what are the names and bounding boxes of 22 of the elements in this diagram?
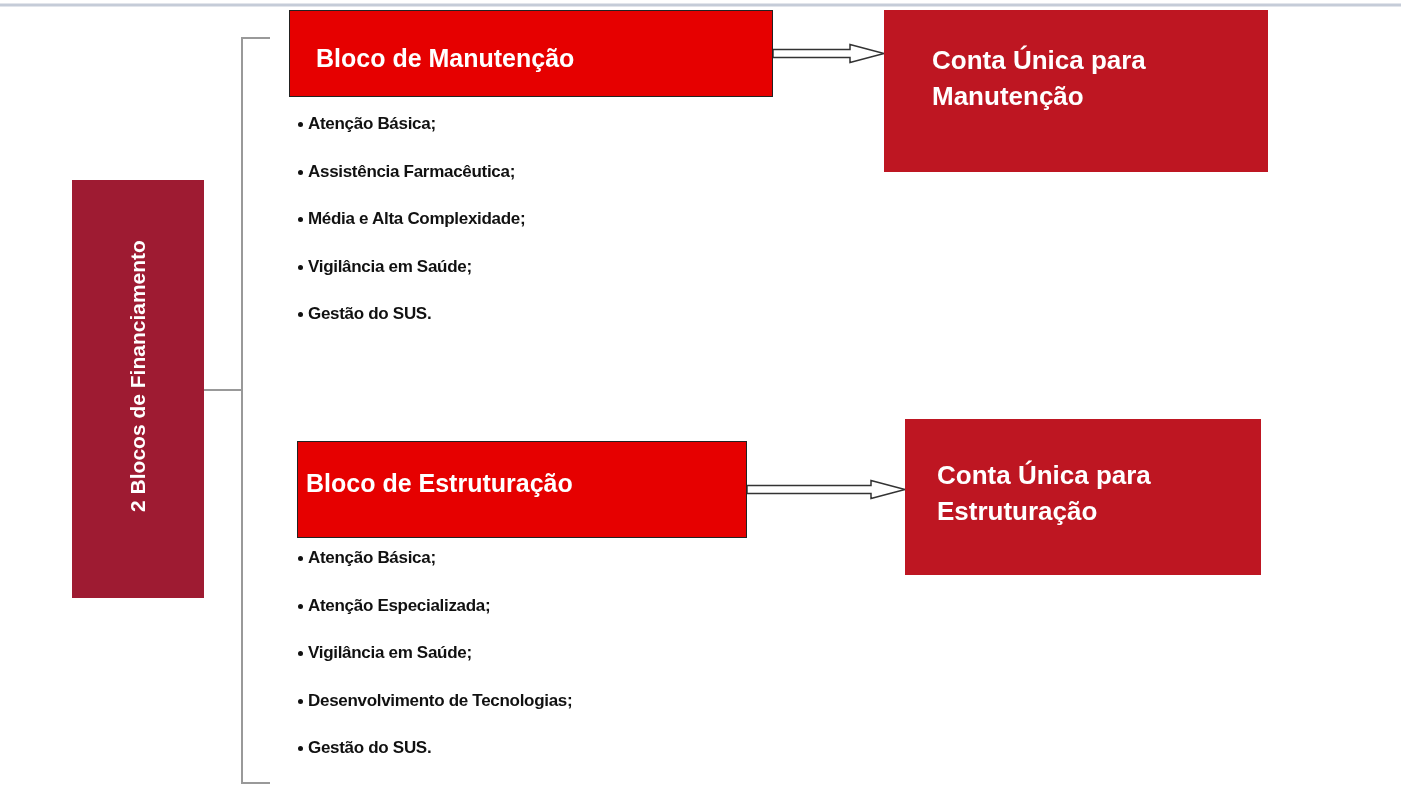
- box-label: 2 Blocos de Financiamento: [125, 239, 150, 514]
- list-item: Gestão do SUS.: [298, 738, 432, 758]
- list-item: Desenvolvimento de Tecnologias;: [298, 690, 573, 711]
- title-panel: [72, 180, 204, 598]
- list-item: Gestão do SUS.: [298, 304, 432, 324]
- list-item: Vigilância em Saúde;: [298, 643, 472, 663]
- box-label: Bloco de Estruturação: [306, 468, 574, 499]
- list-item: Atenção Básica;: [298, 114, 436, 134]
- account-box: [905, 419, 1261, 575]
- account-box: [884, 10, 1268, 172]
- list-item: Média e Alta Complexidade;: [298, 209, 526, 229]
- list-item: Assistência Farmacêutica;: [298, 161, 515, 182]
- list-item: Atenção Básica;: [298, 548, 436, 568]
- box-label: Conta Única para Manutenção: [932, 44, 1147, 114]
- arrow: [772, 43, 887, 64]
- list-item: Vigilância em Saúde;: [298, 256, 472, 277]
- list-item: Atenção Especializada;: [298, 595, 491, 616]
- block-box: [289, 10, 773, 97]
- box-label: Conta Única para Estruturação: [937, 459, 1152, 529]
- block-box: [297, 441, 747, 538]
- box-label: Bloco de Manutenção: [316, 43, 576, 74]
- arrow: [746, 479, 908, 500]
